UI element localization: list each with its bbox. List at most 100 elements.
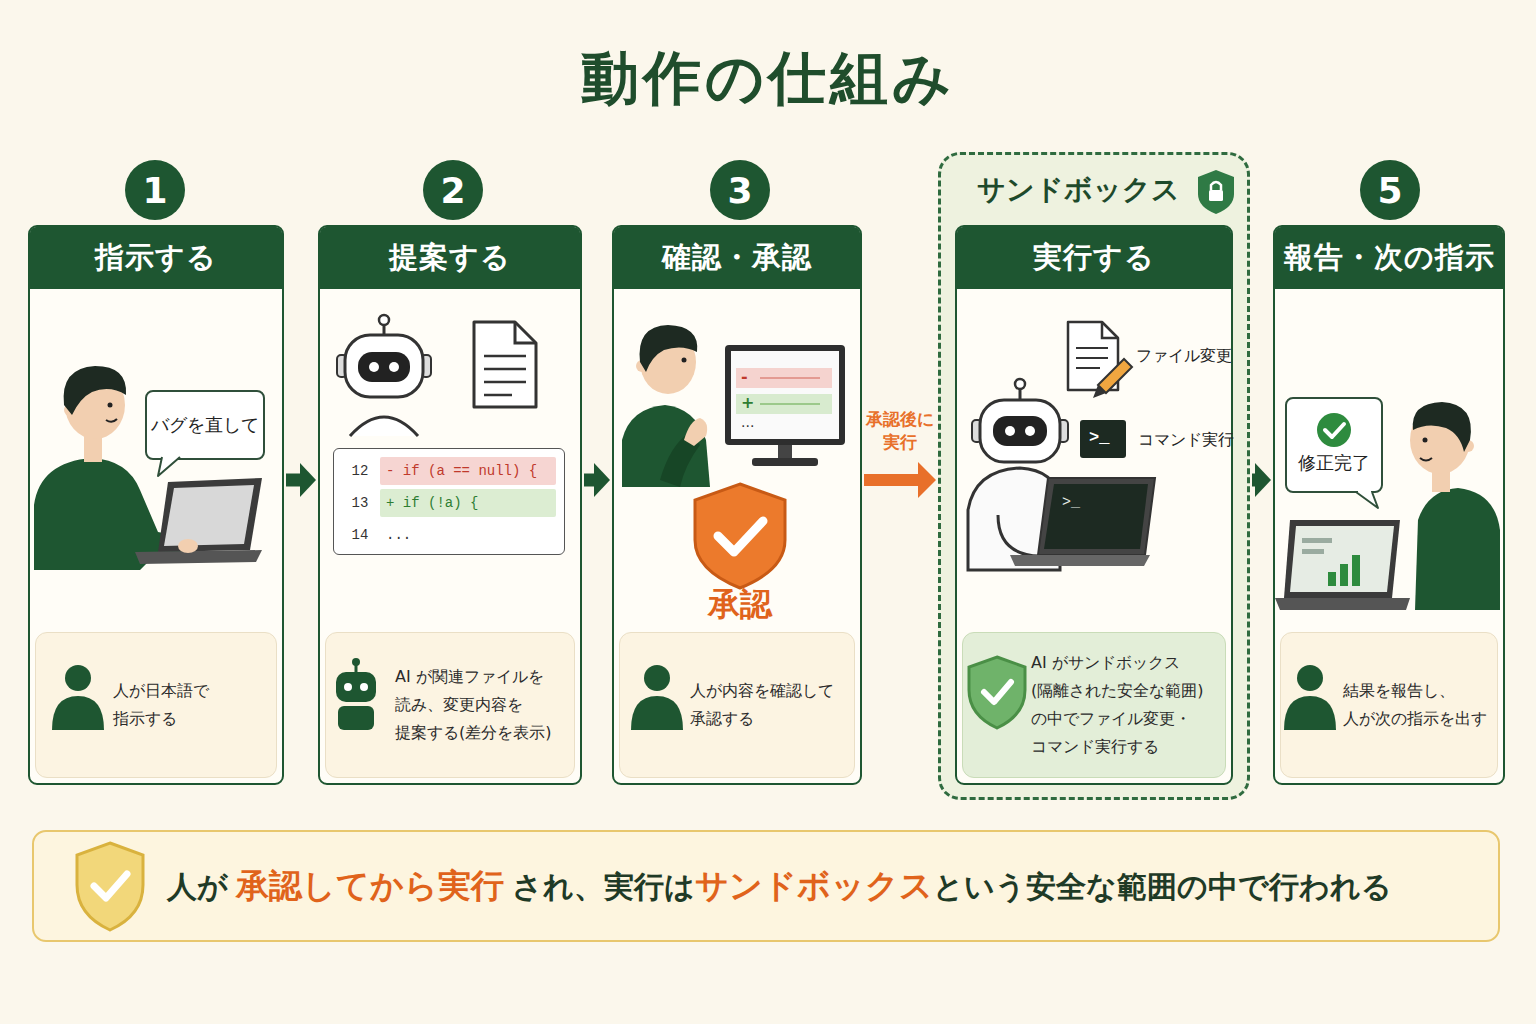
description-box: 結果を報告し、 人が次の指示を出す <box>1280 632 1498 778</box>
robot-figure-part <box>345 335 423 397</box>
highlight-text: 承認してから実行 <box>236 866 504 905</box>
banner-text: 人が <box>167 869 228 904</box>
flow-arrow <box>584 463 610 497</box>
robot-figure-part <box>421 355 431 377</box>
description-text: 人が日本語で 指示する <box>113 677 272 733</box>
monitor-icon-part <box>752 458 818 466</box>
step-panel: 指示するバグを直して人が日本語で 指示する <box>28 225 284 785</box>
step-panel: 提案する12- if (a == null) {13+ if (!a) {14.… <box>318 225 582 785</box>
diff-plus-mark: + <box>741 393 754 412</box>
arrow-shaft <box>864 474 919 486</box>
laptop-chart-icon-part <box>1302 538 1332 543</box>
monitor-icon-part <box>760 377 820 379</box>
document-icon-part <box>484 368 526 371</box>
file-edit-icon-part <box>1076 367 1100 369</box>
flow-arrow <box>864 462 936 498</box>
laptop-chart-icon-part <box>1328 572 1336 586</box>
step-number-text: 2 <box>440 170 465 211</box>
file-change-label: ファイル変更 <box>1136 346 1232 365</box>
document-icon-part <box>474 322 536 407</box>
approval-shield <box>695 484 785 588</box>
document-icon-part <box>484 394 512 397</box>
laptop-icon-part <box>135 550 262 564</box>
document-icon-part <box>484 355 526 358</box>
description-text: AI がサンドボックス (隔離された安全な範囲) の中でファイル変更・ コマンド… <box>1031 649 1221 761</box>
approval-shield-part <box>695 484 785 588</box>
person-figure-part <box>640 325 698 372</box>
lock-shield-icon-part <box>1198 170 1234 214</box>
safe-shield-icon-part <box>969 657 1025 728</box>
code-line: + if (!a) { <box>380 489 556 517</box>
document-icon-part <box>515 322 536 343</box>
description-box: AI が関連ファイルを 読み、変更内容を 提案する(差分を表示) <box>325 632 575 778</box>
step-panel: 実行するAI がサンドボックス (隔離された安全な範囲) の中でファイル変更・ … <box>955 225 1233 785</box>
description-text: AI が関連ファイルを 読み、変更内容を 提案する(差分を表示) <box>395 663 570 747</box>
approval-shield-part <box>718 521 763 552</box>
robot-icon-part <box>338 706 374 730</box>
arrow-shaft <box>1252 474 1256 487</box>
robot-figure-part <box>998 515 1040 556</box>
lock-shield-icon <box>1198 170 1234 214</box>
description-text: 人が内容を確認して 承認する <box>690 677 850 733</box>
bubble-tail-part <box>1356 492 1378 508</box>
safe-shield-icon <box>969 657 1025 728</box>
person-icon <box>52 665 104 730</box>
file-edit-icon-part <box>1093 385 1106 398</box>
robot-figure-part <box>1005 426 1015 436</box>
monitor-icon-part <box>736 394 832 414</box>
diff-ellipsis: ... <box>741 414 754 431</box>
summary-banner: 人が承認してから実行され、実行はサンドボックスという安全な範囲の中で行われる <box>32 830 1500 942</box>
person-figure-part <box>660 432 700 487</box>
arrow-label: 承認後に 実行 <box>858 408 942 454</box>
person-figure-part <box>1415 488 1500 610</box>
person-figure-part <box>1410 406 1470 474</box>
monitor-icon <box>725 345 845 466</box>
laptop-icon <box>135 478 262 564</box>
person-figure-part <box>34 458 200 570</box>
robot-icon <box>336 658 376 730</box>
robot-figure-part <box>358 352 410 382</box>
highlight-text: サンドボックス <box>695 866 933 905</box>
banner-shield-icon-part <box>94 874 127 898</box>
person-icon-part <box>644 665 670 691</box>
person-icon-part <box>1284 696 1336 730</box>
robot-figure <box>968 379 1068 570</box>
check-circle-icon <box>1317 413 1351 447</box>
flow-arrow <box>286 463 316 497</box>
person-icon-part <box>52 696 104 730</box>
monitor-icon-part <box>736 368 832 388</box>
terminal-prompt: >_ <box>1062 494 1080 512</box>
step-number: 3 <box>710 160 770 220</box>
robot-figure-part <box>379 315 389 325</box>
arrow-shaft <box>584 474 595 487</box>
banner-shield-icon-part <box>77 843 143 930</box>
safe-shield-icon-part <box>984 682 1011 702</box>
person-figure-part <box>622 405 710 487</box>
file-edit-icon-part <box>1098 359 1132 393</box>
laptop-chart-icon-part <box>1340 564 1348 586</box>
laptop-icon-part <box>1010 555 1150 566</box>
diff-box: 12- if (a == null) {13+ if (!a) {14... <box>333 448 565 555</box>
speech-bubble: バグを直して <box>145 390 265 460</box>
laptop-icon-part <box>1044 484 1148 549</box>
sandbox-region: サンドボックス実行するAI がサンドボックス (隔離された安全な範囲) の中でフ… <box>938 152 1250 800</box>
robot-figure-part <box>350 417 418 436</box>
step-number: 2 <box>423 160 483 220</box>
laptop-icon-part <box>178 539 198 553</box>
laptop-chart-icon <box>1275 520 1410 610</box>
step-number-text: 5 <box>1377 170 1402 211</box>
person-figure <box>34 366 200 570</box>
lock-shield-icon-part <box>1211 182 1221 190</box>
person-icon-part <box>65 665 91 691</box>
robot-figure-part <box>972 420 982 442</box>
arrow-head <box>1255 463 1271 497</box>
laptop-chart-icon-part <box>1275 598 1410 610</box>
laptop-chart-icon-part <box>1290 526 1394 592</box>
robot-icon-part <box>344 683 352 691</box>
person-icon-part <box>631 696 683 730</box>
file-edit-icon-part <box>1102 322 1118 338</box>
robot-figure-part <box>1058 420 1068 442</box>
person-figure <box>1410 402 1500 610</box>
